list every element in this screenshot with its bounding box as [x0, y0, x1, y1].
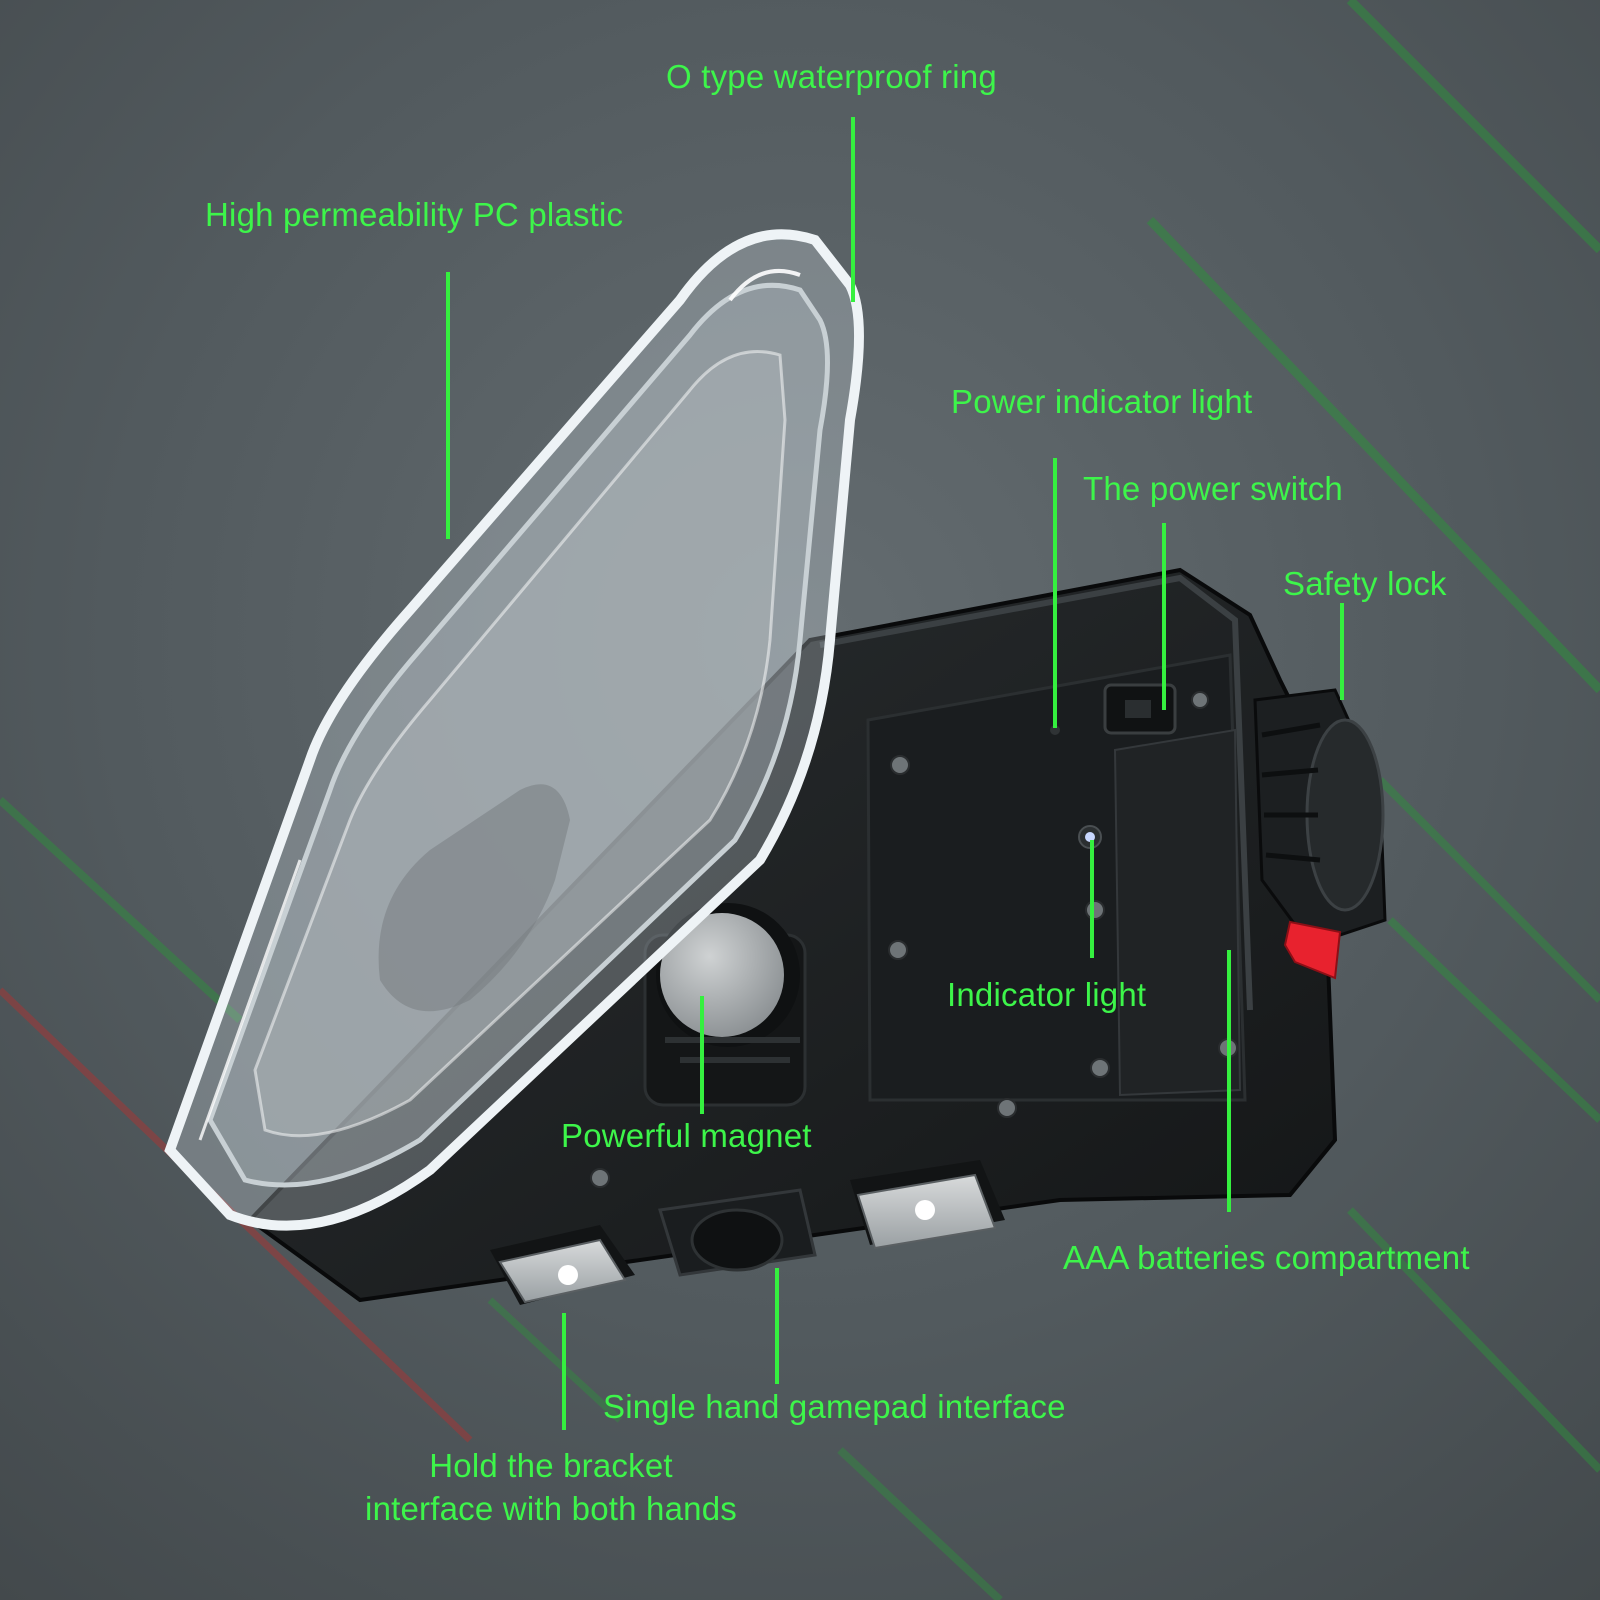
label-gamepad: Single hand gamepad interface: [603, 1388, 1066, 1425]
label-bracket-line1: Hold the bracket: [429, 1447, 673, 1484]
label-magnet: Powerful magnet: [561, 1117, 812, 1154]
leader-safety-lock: [1340, 603, 1344, 700]
leader-indicator-light: [1090, 840, 1094, 958]
label-bracket-line2: interface with both hands: [365, 1490, 737, 1527]
gamepad-port: [658, 1188, 817, 1277]
leader-pc-plastic: [446, 272, 450, 539]
label-power-indicator: Power indicator light: [951, 383, 1253, 420]
transparent-lid: [164, 229, 864, 1231]
leader-gamepad: [775, 1268, 779, 1384]
label-o-ring: O type waterproof ring: [666, 58, 997, 95]
bracket-mounts: [490, 1160, 1005, 1305]
leader-o-ring: [851, 117, 855, 302]
label-pc-plastic: High permeability PC plastic: [205, 196, 624, 233]
magnet: [643, 903, 807, 1107]
label-bracket: Hold the bracket interface with both han…: [336, 1444, 766, 1530]
label-indicator-light: Indicator light: [947, 976, 1147, 1013]
leader-magnet: [700, 996, 704, 1114]
label-battery: AAA batteries compartment: [1063, 1239, 1470, 1276]
label-power-switch: The power switch: [1083, 470, 1343, 507]
label-safety-lock: Safety lock: [1283, 565, 1447, 602]
leader-battery: [1227, 950, 1231, 1212]
leader-power-indicator: [1053, 458, 1057, 728]
leader-bracket: [562, 1313, 566, 1430]
safety-lock-knob: [1253, 688, 1387, 980]
leader-power-switch: [1162, 523, 1166, 710]
